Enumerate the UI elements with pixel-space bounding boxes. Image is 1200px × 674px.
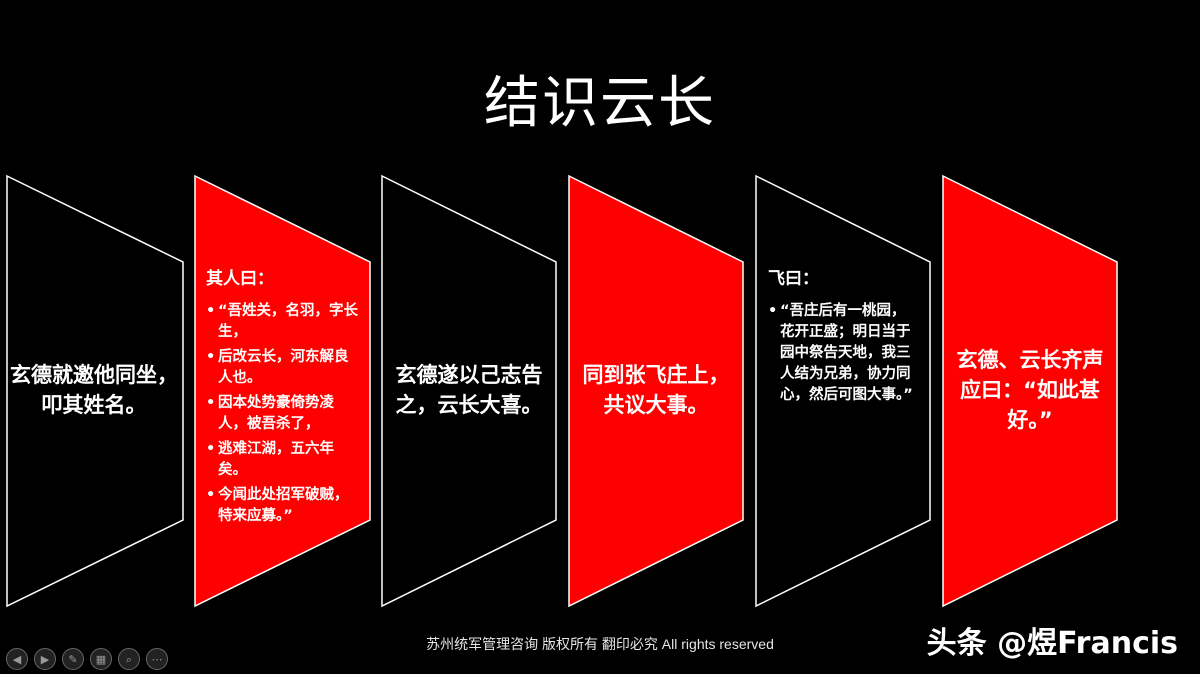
slides-grid-button[interactable]: ▦	[90, 648, 112, 670]
panel-4-text: 同到张飞庄上，共议大事。	[576, 270, 736, 510]
list-item: “吾姓关，名羽，字长生，	[206, 301, 360, 343]
previous-button[interactable]: ◀	[6, 648, 28, 670]
list-item: 今闻此处招军破贼，特来应募。”	[206, 485, 360, 527]
list-item: 逃难江湖，五六年矣。	[206, 439, 360, 481]
previous-icon: ◀	[12, 652, 22, 666]
next-icon: ▶	[40, 652, 50, 666]
slides-grid-icon: ▦	[95, 652, 107, 666]
panel-6-sentence: 玄德、云长齐声应曰：“如此甚好。”	[956, 348, 1104, 432]
panel-6-text: 玄德、云长齐声应曰：“如此甚好。”	[950, 270, 1110, 510]
panel-4-shape	[568, 174, 744, 608]
pen-button[interactable]: ✎	[62, 648, 84, 670]
panel-1-sentence: 玄德就邀他同坐，叩其姓名。	[10, 363, 178, 417]
list-item: “吾庄后有一桃园，花开正盛；明日当于园中祭告天地，我三人结为兄弟，协力同心，然后…	[768, 301, 916, 406]
panel-2-label: 其人曰：	[206, 269, 274, 289]
panel-2-text: 其人曰： “吾姓关，名羽，字长生， 后改云长，河东解良人也。 因本处势豪倚势凌人…	[206, 264, 360, 531]
list-item: 后改云长，河东解良人也。	[206, 347, 360, 389]
panel-5-label: 飞曰：	[768, 269, 819, 289]
panel-1-shape	[6, 174, 184, 608]
watermark: 头条 @煜Francis	[926, 626, 1178, 661]
panel-2-bullets: “吾姓关，名羽，字长生， 后改云长，河东解良人也。 因本处势豪倚势凌人，被吾杀了…	[206, 301, 360, 527]
panel-3-shape	[381, 174, 557, 608]
copyright-footer: 苏州统军管理咨询 版权所有 翻印必究 All rights reserved	[426, 636, 774, 652]
more-icon: ⋯	[151, 652, 163, 666]
slide-title: 结识云长	[484, 71, 716, 136]
panel-3-text: 玄德遂以己志告之，云长大喜。	[388, 270, 550, 510]
panel-5-bullets: “吾庄后有一桃园，花开正盛；明日当于园中祭告天地，我三人结为兄弟，协力同心，然后…	[768, 301, 916, 406]
next-button[interactable]: ▶	[34, 648, 56, 670]
more-button[interactable]: ⋯	[146, 648, 168, 670]
zoom-button[interactable]: ⌕	[118, 648, 140, 670]
panel-4-sentence: 同到张飞庄上，共议大事。	[582, 363, 730, 417]
pen-icon: ✎	[68, 652, 78, 666]
presentation-toolbar: ◀ ▶ ✎ ▦ ⌕ ⋯	[6, 648, 168, 670]
panel-3-sentence: 玄德遂以己志告之，云长大喜。	[395, 363, 543, 417]
panel-5-text: 飞曰： “吾庄后有一桃园，花开正盛；明日当于园中祭告天地，我三人结为兄弟，协力同…	[768, 264, 916, 410]
list-item: 因本处势豪倚势凌人，被吾杀了，	[206, 393, 360, 435]
panel-6-shape	[942, 174, 1118, 608]
zoom-icon: ⌕	[125, 652, 133, 666]
panel-1-text: 玄德就邀他同坐，叩其姓名。	[8, 270, 180, 510]
